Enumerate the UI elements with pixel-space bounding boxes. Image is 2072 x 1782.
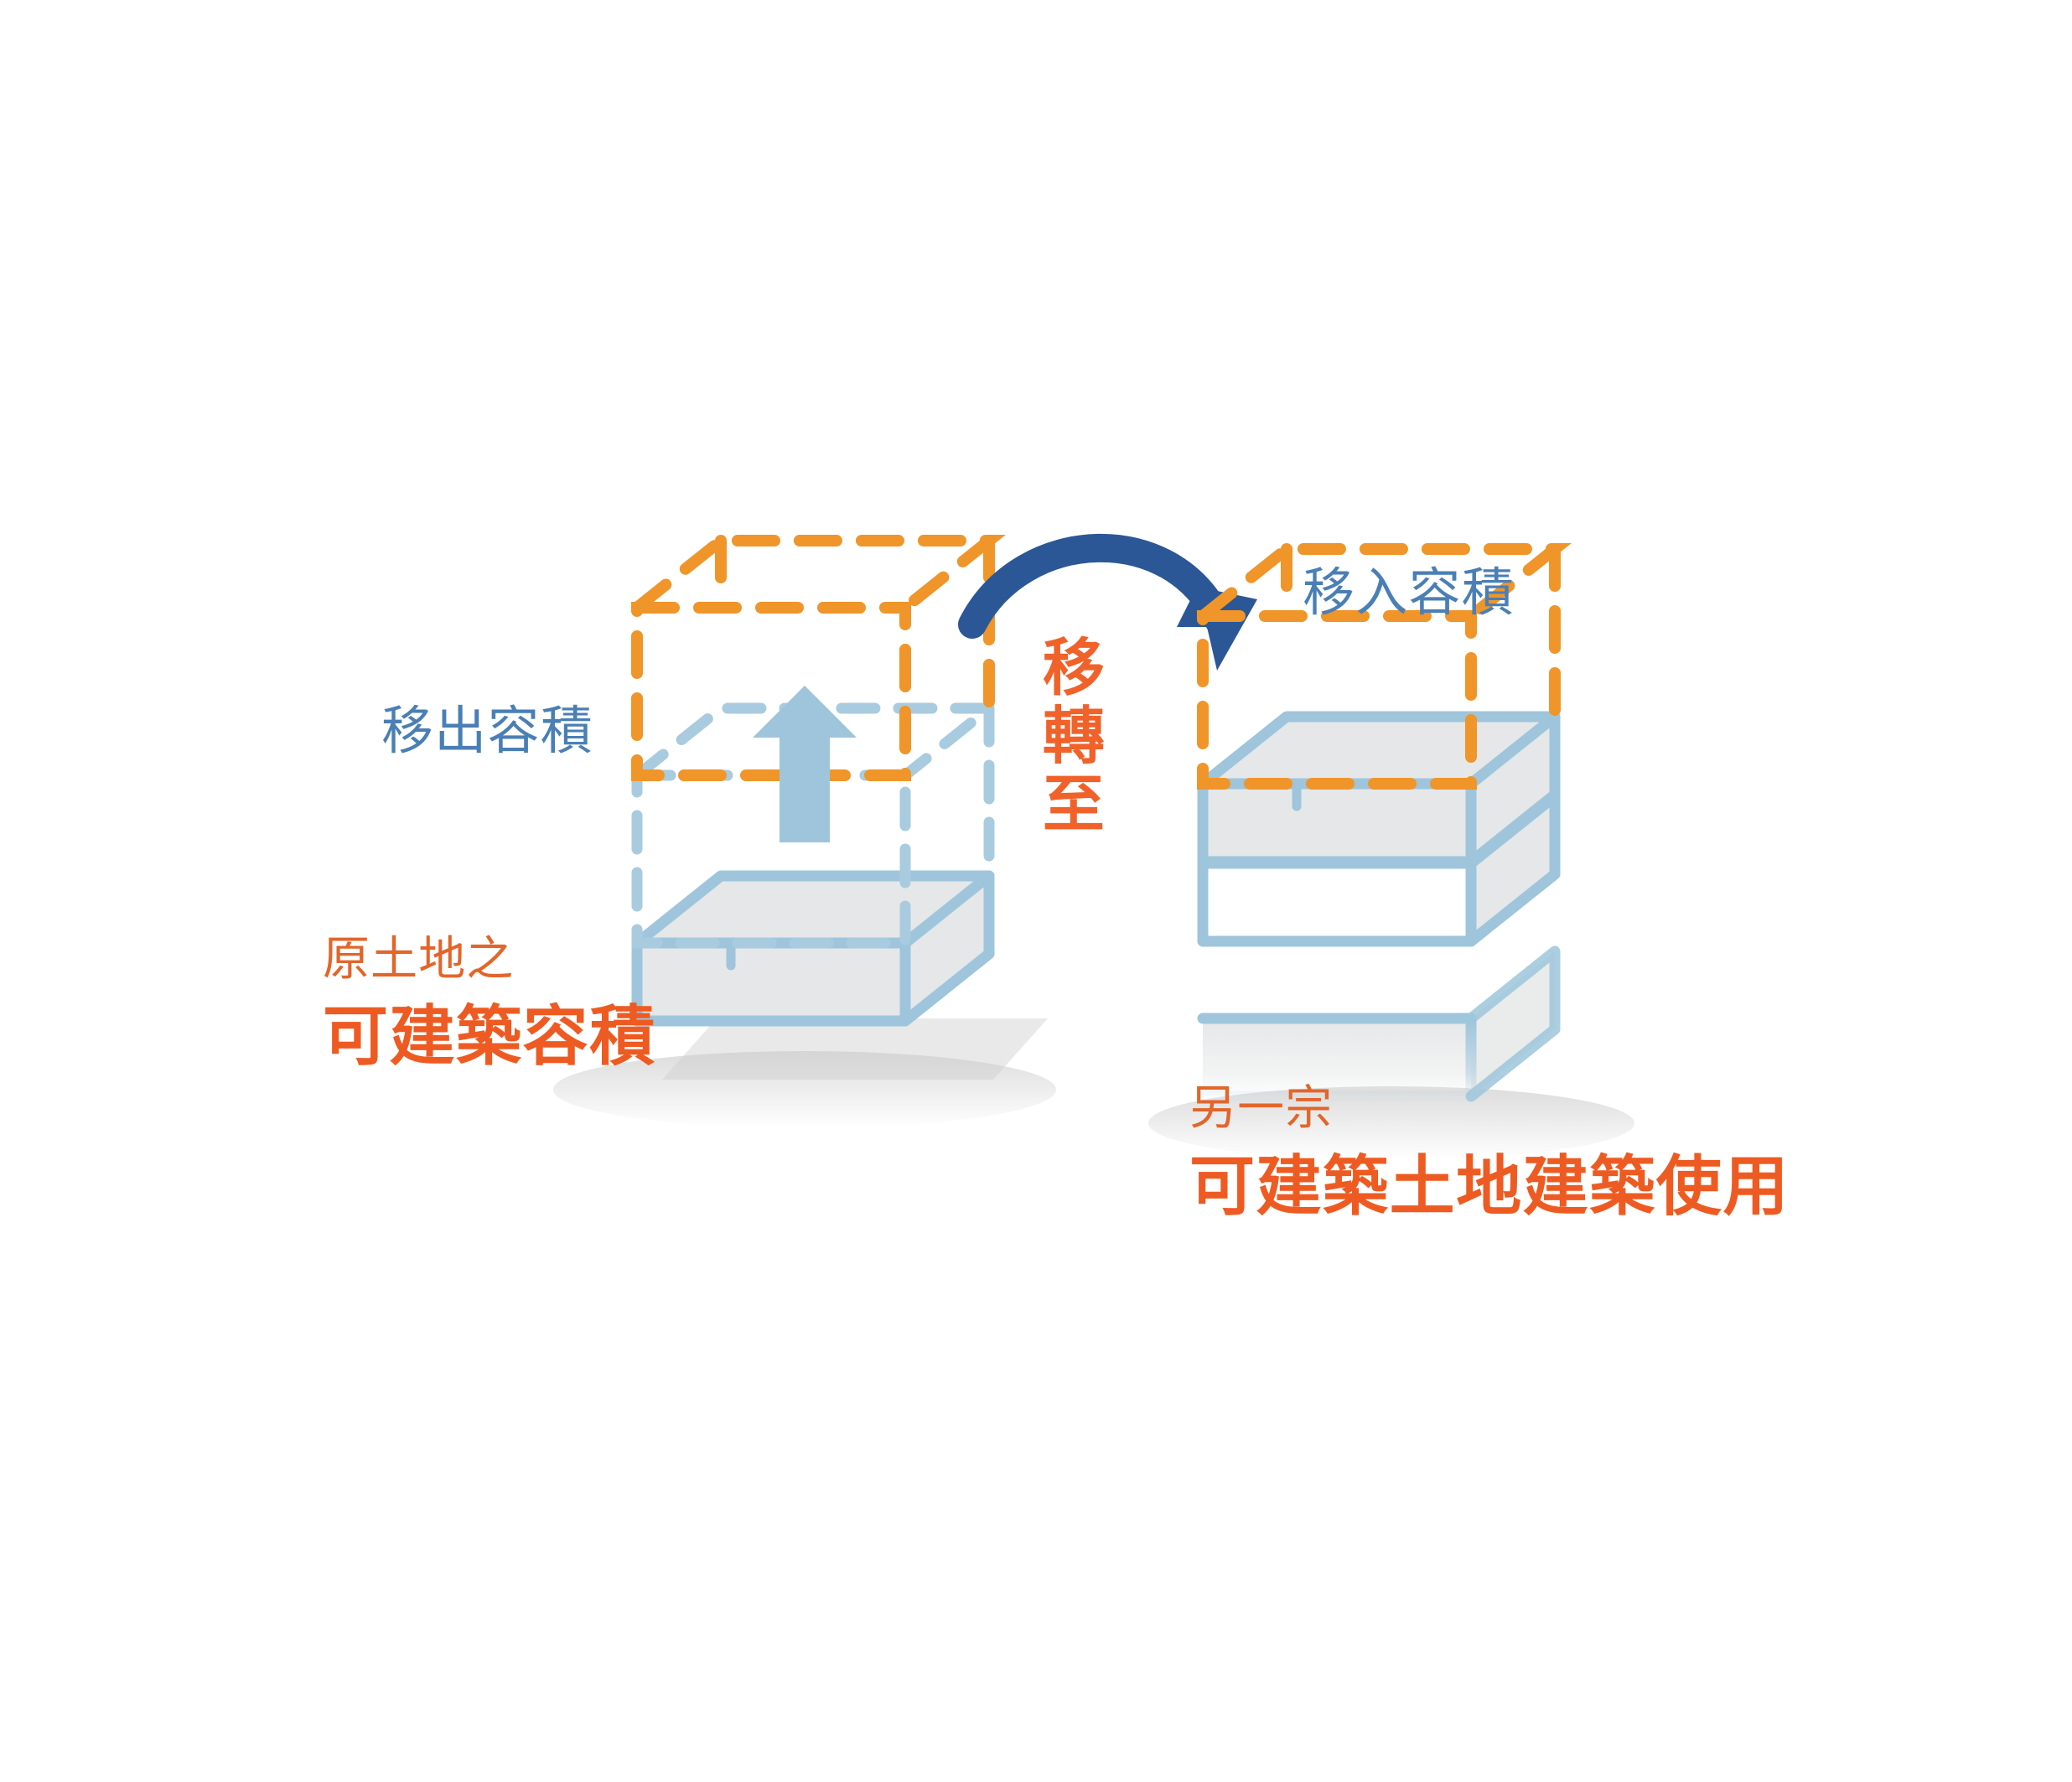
- label-move-out: 移出容積: [381, 702, 593, 760]
- left-parcel-group: [553, 535, 1056, 1128]
- label-origin-buildable-volume: 可建築容積: [323, 999, 656, 1073]
- left-slab-shadow: [553, 1018, 1056, 1128]
- right-orange-dashed-box: [1197, 543, 1572, 790]
- right-slab-bottom: [1197, 945, 1561, 1102]
- label-transfer-to: 移轉至: [1033, 635, 1104, 840]
- left-orange-dashed-box: [631, 535, 1006, 781]
- label-move-in: 移入容積: [1303, 564, 1515, 622]
- left-solid-slab: [631, 870, 995, 1027]
- up-arrow-icon: [753, 686, 857, 842]
- right-parcel-group: [1148, 543, 1634, 1160]
- label-other-parcel-prefix: 另一宗: [1189, 1081, 1334, 1134]
- label-other-buildable-land-use: 可建築土地建築使用: [1189, 1149, 1790, 1223]
- right-stack-shadow: [1148, 1086, 1634, 1160]
- transfer-arrow-icon: [958, 533, 1257, 671]
- label-origin-land-prefix: 原土地之: [323, 932, 515, 985]
